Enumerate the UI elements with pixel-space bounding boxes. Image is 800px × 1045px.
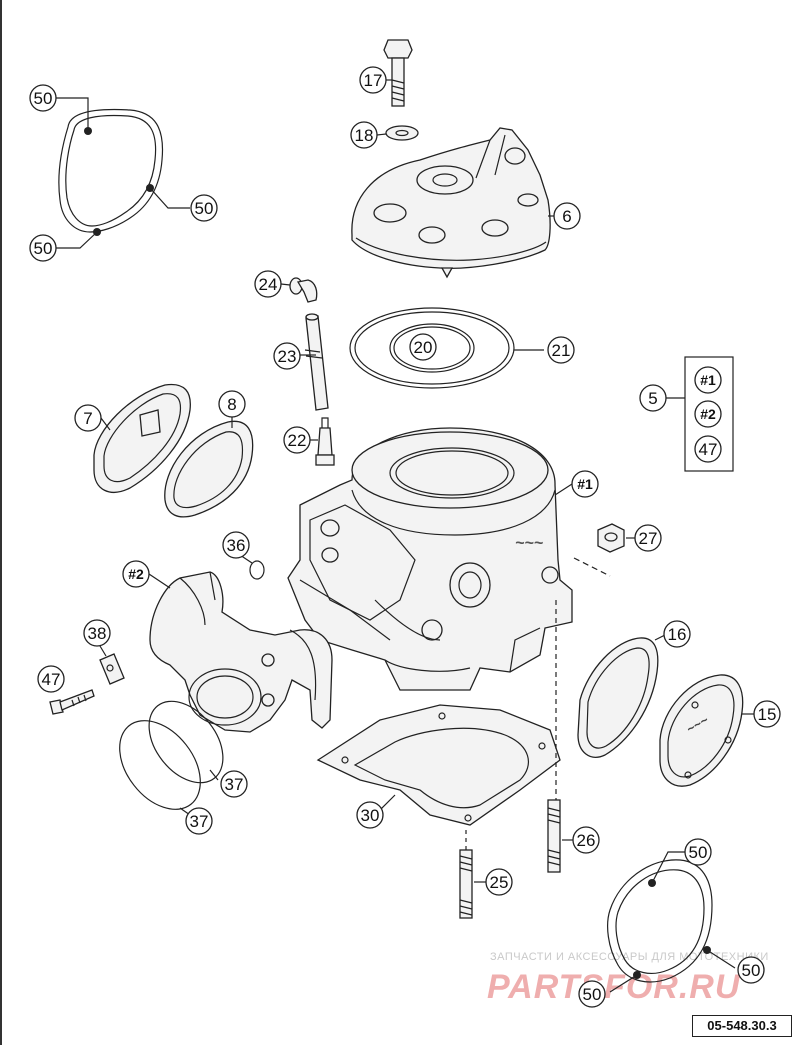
gasket-16-drawing xyxy=(577,637,659,758)
callout-50-right: 50 xyxy=(190,194,218,222)
callout-6: 6 xyxy=(553,202,581,230)
callout-17: 17 xyxy=(359,66,387,94)
svg-text:37: 37 xyxy=(225,775,244,794)
washer-18-drawing xyxy=(385,125,419,141)
kit-item-flange-2: #2 xyxy=(694,400,722,428)
svg-text:8: 8 xyxy=(227,395,236,414)
svg-text:47: 47 xyxy=(42,670,61,689)
screw-47-drawing xyxy=(49,689,95,715)
svg-text:#2: #2 xyxy=(700,406,716,422)
svg-text:17: 17 xyxy=(364,71,383,90)
gasket-7-drawing xyxy=(93,383,191,493)
callout-21: 21 xyxy=(547,336,575,364)
intake-flange-2-drawing xyxy=(149,571,333,733)
svg-text:50: 50 xyxy=(195,199,214,218)
callout-50-bottom-left: 50 xyxy=(578,980,606,1008)
head-gasket-21 xyxy=(349,307,515,389)
bolt-17-drawing xyxy=(383,39,413,107)
callout-27: 27 xyxy=(634,524,662,552)
watermark-logo: PARTSFOR.RU xyxy=(487,968,741,1006)
callout-15: 15 xyxy=(753,700,781,728)
svg-text:50: 50 xyxy=(742,961,761,980)
callout-flange-2: #2 xyxy=(122,560,150,588)
svg-text:24: 24 xyxy=(259,275,278,294)
gasket-50-top-left xyxy=(58,108,164,233)
callout-36: 36 xyxy=(222,531,250,559)
gasket-50-bottom-right xyxy=(607,859,713,983)
svg-text:18: 18 xyxy=(355,126,374,145)
base-gasket-30 xyxy=(316,704,561,826)
kit-item-cylinder-1: #1 xyxy=(694,366,722,394)
svg-text:25: 25 xyxy=(490,873,509,892)
callout-50-top: 50 xyxy=(29,84,57,112)
svg-text:50: 50 xyxy=(689,843,708,862)
svg-text:~~~: ~~~ xyxy=(515,535,544,552)
stud-26-drawing xyxy=(547,799,561,873)
cylinder-1-drawing: ~~~ xyxy=(287,427,573,691)
callout-7: 7 xyxy=(74,404,102,432)
callout-22: 22 xyxy=(283,426,311,454)
callout-23: 23 xyxy=(273,342,301,370)
o-ring-37-a xyxy=(148,700,224,784)
svg-text:21: 21 xyxy=(552,341,571,360)
svg-text:47: 47 xyxy=(699,440,718,459)
svg-text:20: 20 xyxy=(414,338,433,357)
svg-text:30: 30 xyxy=(361,806,380,825)
svg-text:22: 22 xyxy=(288,431,307,450)
svg-text:50: 50 xyxy=(34,239,53,258)
cover-15-drawing: ~~~ xyxy=(659,674,744,787)
callout-18: 18 xyxy=(350,121,378,149)
callout-30: 30 xyxy=(356,801,384,829)
svg-text:38: 38 xyxy=(88,624,107,643)
callout-16: 16 xyxy=(663,620,691,648)
cylinder-head-6-drawing xyxy=(351,127,551,279)
svg-text:23: 23 xyxy=(278,347,297,366)
watermark-subtitle: ЗАПЧАСТИ И АКСЕССУАРЫ ДЛЯ МОТОТЕХНИКИ xyxy=(490,951,769,963)
o-ring-37-b xyxy=(119,720,201,810)
callout-38: 38 xyxy=(83,619,111,647)
svg-text:27: 27 xyxy=(639,529,658,548)
svg-text:50: 50 xyxy=(583,985,602,1004)
callout-cylinder-1: #1 xyxy=(571,470,599,498)
svg-text:15: 15 xyxy=(758,705,777,724)
callout-5: 5 xyxy=(639,384,667,412)
svg-text:50: 50 xyxy=(34,89,53,108)
callout-47: 47 xyxy=(37,665,65,693)
svg-text:#1: #1 xyxy=(700,372,716,388)
callout-26: 26 xyxy=(572,826,600,854)
stud-25-drawing xyxy=(459,849,473,919)
callout-8: 8 xyxy=(218,390,246,418)
callout-37-lower: 37 xyxy=(185,807,213,835)
svg-text:16: 16 xyxy=(668,625,687,644)
kit-box xyxy=(684,356,734,472)
o-ring-36 xyxy=(249,560,265,580)
callout-25: 25 xyxy=(485,868,513,896)
fitting-22-drawing xyxy=(315,417,335,466)
nut-27-drawing xyxy=(597,523,625,553)
o-ring-20 xyxy=(389,323,475,373)
svg-text:7: 7 xyxy=(83,409,92,428)
svg-text:37: 37 xyxy=(190,812,209,831)
callout-20: 20 xyxy=(409,333,437,361)
svg-text:#1: #1 xyxy=(577,476,593,492)
page-left-border xyxy=(0,0,2,1045)
svg-text:#2: #2 xyxy=(128,566,144,582)
svg-text:26: 26 xyxy=(577,831,596,850)
diagram-code: 05-548.30.3 xyxy=(692,1015,792,1037)
plate-38-drawing xyxy=(99,653,125,685)
callout-50-bottom-top: 50 xyxy=(684,838,712,866)
svg-text:6: 6 xyxy=(562,207,571,226)
kit-item-47: 47 xyxy=(694,435,722,463)
hose-23-drawing xyxy=(304,313,329,411)
gasket-8-drawing xyxy=(164,420,254,518)
svg-text:36: 36 xyxy=(227,536,246,555)
svg-text:5: 5 xyxy=(648,389,657,408)
callout-24: 24 xyxy=(254,270,282,298)
fitting-24-drawing xyxy=(289,277,318,303)
callout-50-left: 50 xyxy=(29,234,57,262)
callout-50-bottom-right: 50 xyxy=(737,956,765,984)
callout-37-upper: 37 xyxy=(220,770,248,798)
